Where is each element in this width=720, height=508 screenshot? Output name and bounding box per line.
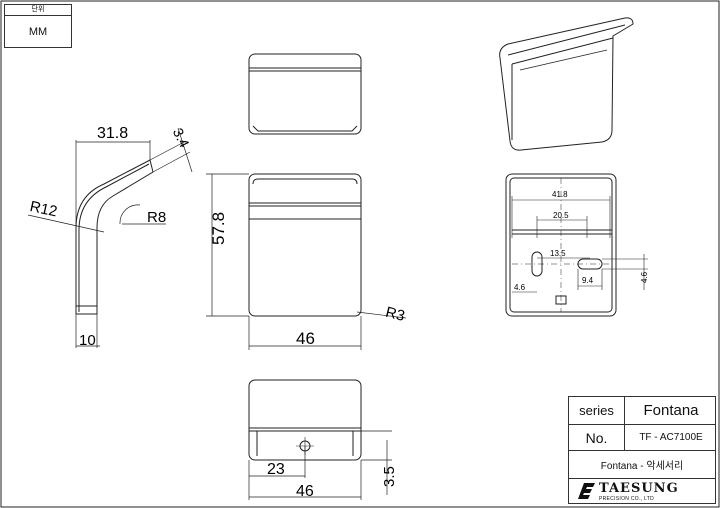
side-view bbox=[27, 127, 193, 348]
number-row: No. TF - AC7100E bbox=[569, 425, 715, 451]
ext-line bbox=[149, 140, 187, 161]
ext-line bbox=[152, 151, 191, 173]
dim-label-13-5: 13.5 bbox=[550, 249, 566, 258]
unit-value: MM bbox=[28, 26, 48, 38]
series-value: Fontana bbox=[643, 402, 699, 419]
description: Fontana - 악세서리 bbox=[600, 461, 684, 472]
iso-ridge bbox=[507, 24, 626, 56]
dim-label-10: 10 bbox=[79, 332, 96, 349]
front-outline bbox=[248, 173, 362, 317]
logo-row: TAESUNG PRECISION CO., LTD bbox=[569, 479, 715, 503]
unit-header: 단위 bbox=[5, 5, 71, 16]
side-profile bbox=[75, 159, 154, 315]
dim-label-3-4: 3.4 bbox=[170, 125, 193, 150]
dim-label-41-8: 41.8 bbox=[552, 190, 568, 199]
title-block: series Fontana No. TF - AC7100E Fontana … bbox=[568, 396, 716, 504]
dim-label-46-bottom: 46 bbox=[296, 483, 314, 500]
logo-text: TAESUNG bbox=[599, 480, 679, 496]
iso-ridge bbox=[511, 37, 614, 65]
taesung-logo-icon bbox=[575, 479, 597, 503]
dim-label-46: 46 bbox=[296, 329, 315, 348]
unit-box: 단위 MM bbox=[4, 4, 72, 48]
bottom-view bbox=[248, 379, 392, 500]
top-outline bbox=[248, 53, 362, 135]
front-top-edge bbox=[252, 178, 358, 185]
logo-text-group: TAESUNG PRECISION CO., LTD bbox=[599, 479, 711, 503]
front-view bbox=[206, 173, 407, 350]
no-label: No. bbox=[569, 425, 625, 450]
dim-label-r12: R12 bbox=[28, 198, 58, 220]
description-row: Fontana - 악세서리 bbox=[569, 451, 715, 479]
dim-label-20-5: 20.5 bbox=[553, 211, 569, 220]
dim-label-r8: R8 bbox=[147, 209, 166, 226]
back-outline bbox=[505, 173, 617, 317]
iso-face-line bbox=[519, 49, 608, 71]
series-label: series bbox=[569, 397, 625, 424]
dim-label-r3: R3 bbox=[384, 304, 407, 325]
isometric-view bbox=[499, 17, 634, 151]
dim-label-3-5: 3.5 bbox=[381, 466, 398, 487]
dim-label-31-8: 31.8 bbox=[97, 125, 128, 142]
logo-subtext: PRECISION CO., LTD bbox=[599, 495, 655, 502]
series-row: series Fontana bbox=[569, 397, 715, 425]
dim-line-3-4 bbox=[177, 127, 193, 173]
r8-arc bbox=[119, 204, 141, 225]
iso-outline bbox=[499, 17, 634, 151]
back-view bbox=[505, 173, 648, 317]
leader-r3 bbox=[356, 311, 407, 319]
leader-r12 bbox=[27, 214, 105, 233]
dim-label-4-6-right: 4.6 bbox=[640, 271, 649, 283]
side-inner-line bbox=[78, 163, 150, 312]
dim-label-57-8: 57.8 bbox=[209, 212, 228, 245]
dim-label-23: 23 bbox=[267, 461, 285, 478]
dim-label-9-4: 9.4 bbox=[582, 276, 594, 285]
top-view bbox=[248, 53, 362, 135]
no-value: TF - AC7100E bbox=[639, 432, 703, 443]
top-bottom-edge bbox=[252, 125, 358, 132]
dim-label-4-6-left: 4.6 bbox=[514, 283, 526, 292]
